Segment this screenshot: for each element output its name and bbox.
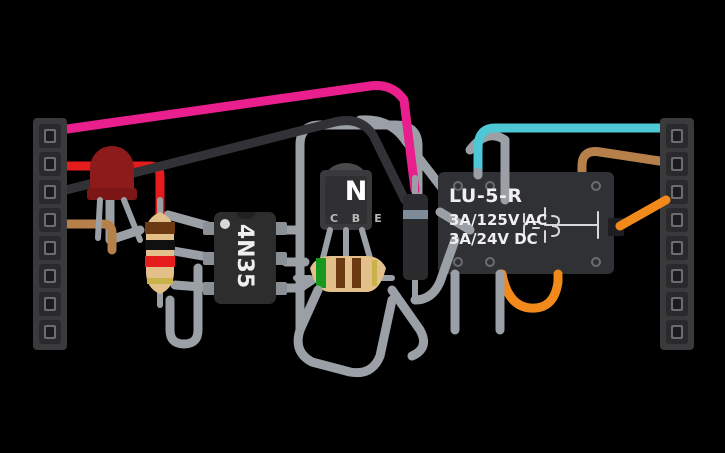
capacitor[interactable] xyxy=(403,175,428,303)
wire-tan xyxy=(53,219,117,255)
optocoupler-4n35[interactable] xyxy=(203,212,287,304)
wire-gray xyxy=(165,167,510,378)
left-header[interactable] xyxy=(33,118,67,350)
wire-gray xyxy=(450,269,505,335)
wire-black xyxy=(53,116,410,205)
wire-orange xyxy=(497,195,671,313)
wire-cyan xyxy=(473,123,671,180)
relay-schematic-symbol xyxy=(523,207,599,243)
transistor-npn[interactable] xyxy=(319,163,375,271)
red-led[interactable] xyxy=(87,146,143,243)
transistor-pin-c-label: C xyxy=(329,212,339,225)
resistor-horizontal[interactable] xyxy=(293,256,395,292)
wire-tan xyxy=(577,147,671,185)
wire-layer-front xyxy=(165,167,671,378)
wire-layer-back xyxy=(53,81,671,335)
relay-name-label: LU-5-R xyxy=(449,185,523,207)
relay-rating-ac-label: 3A/125V AC xyxy=(449,211,548,229)
relay-rating-dc-label: 3A/24V DC xyxy=(449,230,538,248)
transistor-pin-e-label: E xyxy=(374,212,382,225)
resistor-vertical[interactable] xyxy=(145,197,175,308)
wire-pink xyxy=(55,81,420,195)
transistor-pin-b-label: B xyxy=(351,212,361,225)
right-header[interactable] xyxy=(660,118,694,350)
transistor-name-label: N xyxy=(344,176,368,207)
